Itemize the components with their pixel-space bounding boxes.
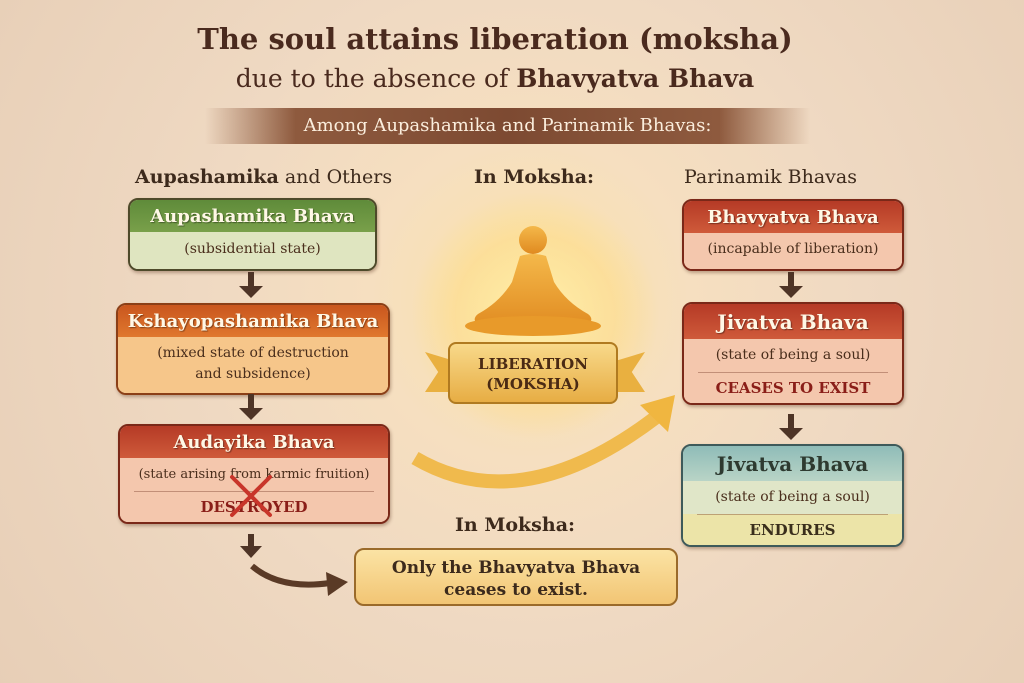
box-title: Jivatva Bhava [683, 446, 902, 481]
title-line2-bold: Bhavyatva Bhava [516, 64, 755, 93]
title-line1: The soul attains liberation (moksha) [197, 22, 793, 56]
conclusion-line2: ceases to exist. [444, 580, 588, 600]
subtitle-banner: Among Aupashamika and Parinamik Bhavas: [205, 108, 810, 144]
status-endures: ENDURES [697, 514, 888, 545]
box-subtitle: (mixed state of destruction and subsiden… [118, 337, 388, 393]
heading-rest: and Others [278, 166, 393, 188]
conclusion-box: Only the Bhavyatva Bhava ceases to exist… [354, 548, 678, 606]
left-column-heading: Aupashamika and Others [135, 166, 392, 188]
title-line2-prefix: due to the absence of [235, 64, 517, 93]
moksha-label: (MOKSHA) [486, 375, 580, 393]
bottom-heading: In Moksha: [455, 514, 576, 536]
aupashamika-box: Aupashamika Bhava (subsidential state) [128, 198, 377, 271]
box-subtitle: (incapable of liberation) [684, 233, 902, 269]
box-title: Aupashamika Bhava [130, 200, 375, 232]
center-heading: In Moksha: [474, 166, 595, 188]
audayika-box: Audayika Bhava (state arising from karmi… [118, 424, 390, 524]
box-subtitle: (subsidential state) [130, 232, 375, 269]
box-title: Bhavyatva Bhava [684, 201, 902, 233]
status-ceases: CEASES TO EXIST [698, 372, 888, 403]
meditating-figure-icon [465, 226, 601, 336]
box-title: Audayika Bhava [120, 426, 388, 458]
conclusion-line1: Only the Bhavyatva Bhava [391, 558, 641, 578]
jivatva-ceases-box: Jivatva Bhava (state of being a soul) CE… [682, 302, 904, 405]
heading-bold: Aupashamika [135, 166, 279, 188]
liberation-banner: LIBERATION (MOKSHA) [448, 342, 618, 404]
title-line2: due to the absence of Bhavyatva Bhava [0, 64, 990, 93]
box-subtitle: (state arising from karmic fruition) [120, 458, 388, 491]
liberation-label: LIBERATION [478, 355, 588, 373]
liberation-curved-arrow-icon [411, 395, 675, 489]
bottom-curved-arrow-icon [240, 534, 348, 596]
box-subtitle: (state of being a soul) [683, 481, 902, 514]
box-title: Kshayopashamika Bhava [118, 305, 388, 337]
jivatva-endures-box: Jivatva Bhava (state of being a soul) EN… [681, 444, 904, 547]
right-column-heading: Parinamik Bhavas [684, 166, 857, 188]
cross-icon [230, 475, 272, 517]
bhavyatva-box: Bhavyatva Bhava (incapable of liberation… [682, 199, 904, 271]
box-subtitle: (state of being a soul) [684, 339, 902, 372]
box-title: Jivatva Bhava [684, 304, 902, 339]
